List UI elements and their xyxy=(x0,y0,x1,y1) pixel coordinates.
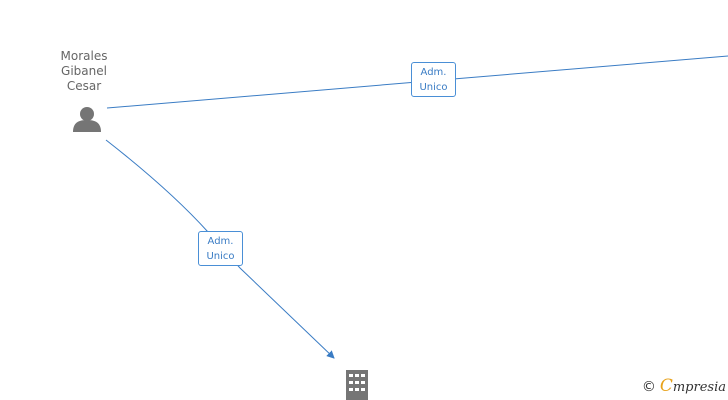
person-name-line-3: Cesar xyxy=(66,79,102,93)
edge-label-line-1: Adm. xyxy=(207,236,234,247)
edge-label-role[interactable]: Adm. Unico xyxy=(198,231,243,266)
watermark-initial: C xyxy=(659,376,673,396)
edge-label-role[interactable]: Adm. Unico xyxy=(411,62,456,97)
empresia-watermark: ©Cmpresia xyxy=(642,376,726,396)
building-icon[interactable] xyxy=(346,370,368,400)
edge-label-line-2: Unico xyxy=(419,82,448,93)
edge-label-line-1: Adm. xyxy=(420,67,447,78)
edge-label-line-2: Unico xyxy=(206,251,235,262)
person-name-label[interactable]: Morales Gibanel Cesar xyxy=(44,49,124,94)
copyright-symbol: © xyxy=(641,379,656,395)
person-name-line-1: Morales xyxy=(60,49,108,63)
person-icon[interactable] xyxy=(73,107,101,132)
watermark-rest: mpresia xyxy=(672,380,726,395)
person-name-line-2: Gibanel xyxy=(61,64,107,78)
